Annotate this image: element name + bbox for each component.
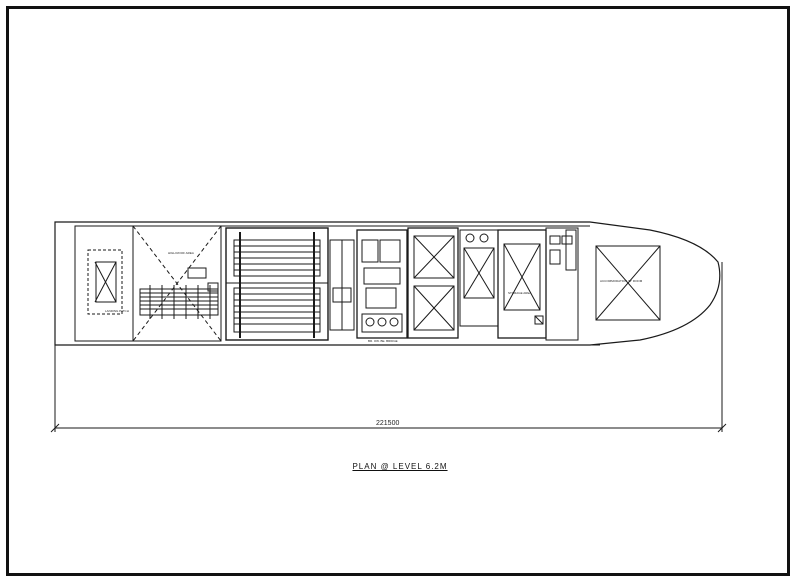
dimension-value: 221500	[376, 420, 399, 427]
equipment-bay	[225, 227, 329, 341]
landing-pad	[87, 249, 123, 315]
drawing-border	[6, 6, 790, 576]
bridge-label: BR. OW. BE. BRIDGE	[368, 339, 398, 343]
drawing-title: PLAN @ LEVEL 6.2M	[352, 462, 448, 471]
tank-block	[407, 227, 459, 339]
hull-outline	[54, 221, 721, 346]
bow-room	[595, 245, 661, 321]
high-roof-area	[132, 225, 222, 342]
helideck	[74, 225, 134, 342]
pipe-rack	[140, 285, 218, 319]
machinery-room	[356, 229, 408, 339]
landing-pad-label: LANDING PATCH	[105, 309, 129, 313]
dimension-line	[50, 262, 727, 433]
bow-room-label: ACCOMMODATION "B" ROOM	[600, 279, 643, 283]
high-roof-label: HIGH ROOF AREA	[168, 251, 194, 255]
storage-label: STORAGE AREA	[508, 291, 531, 295]
